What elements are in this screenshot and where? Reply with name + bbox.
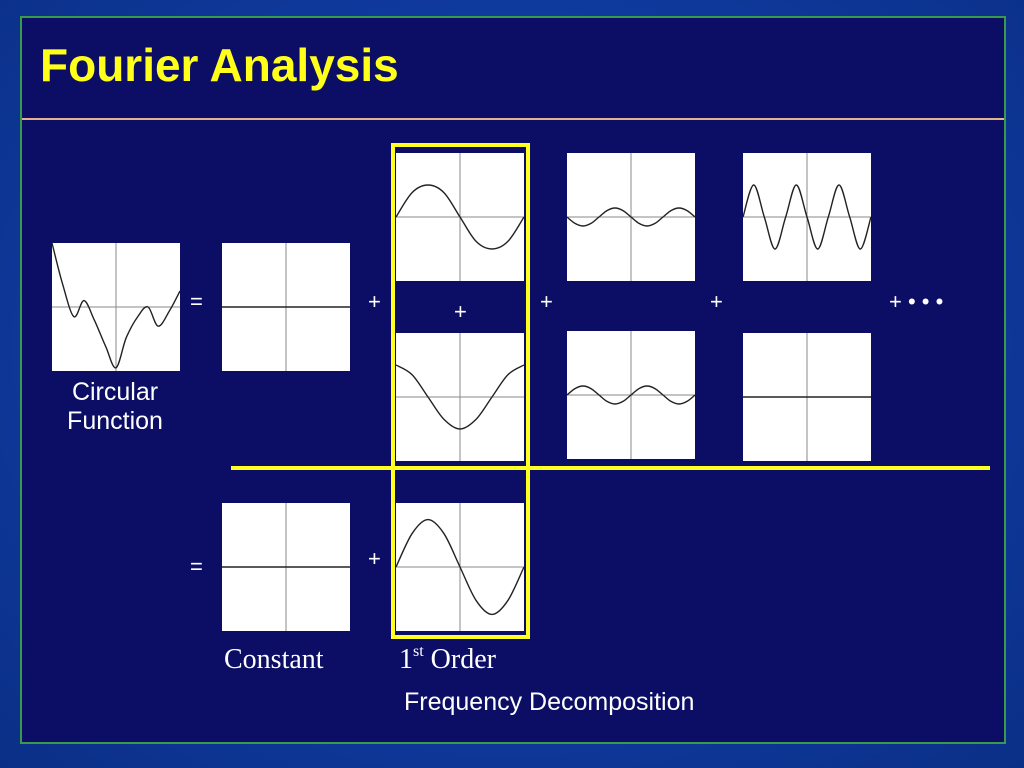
- plus-sign: +: [710, 289, 723, 314]
- plot-canvas: [52, 243, 180, 371]
- second-order-sin-plot: [567, 331, 695, 459]
- circular-label-line1: Circular: [71, 378, 159, 406]
- function-curve: [567, 207, 695, 227]
- frequency-decomposition-caption: Frequency Decomposition: [404, 688, 695, 716]
- plus-ellipsis: + • • •: [889, 289, 944, 314]
- plot-canvas: [743, 333, 871, 461]
- first-order-sin-plot: [396, 333, 524, 461]
- third-order-sin-plot: [743, 333, 871, 461]
- constant-label: Constant: [224, 644, 324, 675]
- plot-canvas: [567, 331, 695, 459]
- function-curve: [396, 184, 524, 250]
- second-order-cos-plot: [567, 153, 695, 281]
- function-curve: [743, 184, 871, 250]
- circular-function-label: Circular Function: [40, 378, 190, 436]
- plus-sign: +: [368, 289, 381, 314]
- circular-function-plot: [52, 243, 180, 371]
- function-curve: [567, 385, 695, 405]
- result-constant-plot: [222, 503, 350, 631]
- equals-sign: =: [190, 289, 203, 314]
- title-divider: [22, 118, 1004, 120]
- result-first-order-plot: [396, 503, 524, 631]
- plus-sign: +: [540, 289, 553, 314]
- plus-sign: +: [454, 299, 467, 324]
- plot-canvas: [567, 153, 695, 281]
- plot-canvas: [743, 153, 871, 281]
- plot-canvas: [396, 333, 524, 461]
- first-order-word: Order: [423, 644, 496, 675]
- separator-line: [231, 466, 990, 470]
- first-order-label: 1st Order: [399, 643, 496, 675]
- slide-title: Fourier Analysis: [40, 39, 399, 91]
- first-order-cos-plot: [396, 153, 524, 281]
- first-order-number: 1: [399, 644, 413, 675]
- equals-sign: =: [190, 554, 203, 579]
- first-order-suffix: st: [413, 643, 424, 660]
- first-order-highlight-box: [391, 143, 530, 639]
- plot-canvas: [396, 503, 524, 631]
- function-curve: [396, 364, 524, 430]
- function-curve: [396, 518, 524, 616]
- plot-canvas: [222, 243, 350, 371]
- constant-term-plot: [222, 243, 350, 371]
- function-curve: [52, 243, 180, 369]
- plot-canvas: [396, 153, 524, 281]
- plus-sign: +: [368, 546, 381, 571]
- third-order-cos-plot: [743, 153, 871, 281]
- circular-label-line2: Function: [67, 407, 163, 435]
- plot-canvas: [222, 503, 350, 631]
